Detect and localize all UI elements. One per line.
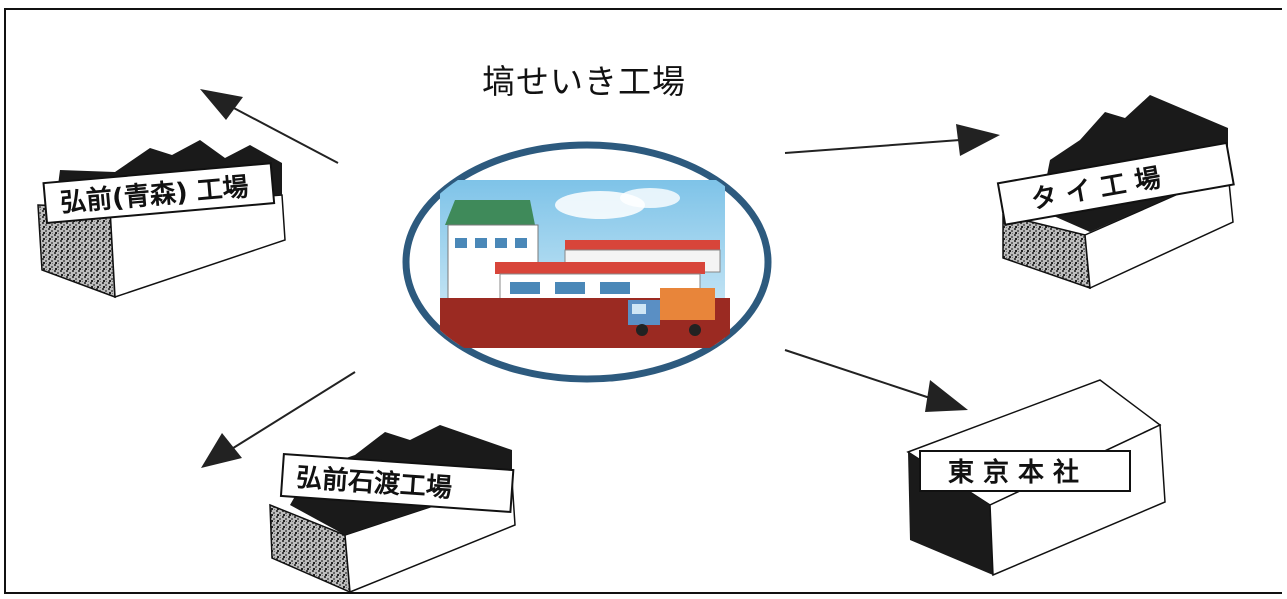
node-tokyo-hq: 東京本社 [906,379,1166,577]
node-hirosaki-aomori: 弘前(青森) 工場 [37,140,286,299]
center-factory [402,141,772,383]
arrow-to-hirosaki-aomori [200,89,339,164]
node-thailand: タイ工場 [996,95,1235,290]
arrow-to-thailand [784,124,1000,156]
factory-illustration [440,180,730,348]
node-label-box [279,452,515,514]
node-hirosaki-ishiwatari: 弘前石渡工場 [269,425,516,594]
node-label-box [996,141,1235,226]
arrow-to-tokyo-hq [784,349,968,412]
center-title: 塙せいき工場 [482,62,686,101]
node-label-box [919,450,1131,492]
arrow-to-hirosaki-ishiwatari [201,371,356,468]
node-label-tokyo-hq: 東京本社 [948,457,1088,488]
node-label-box [42,162,276,225]
